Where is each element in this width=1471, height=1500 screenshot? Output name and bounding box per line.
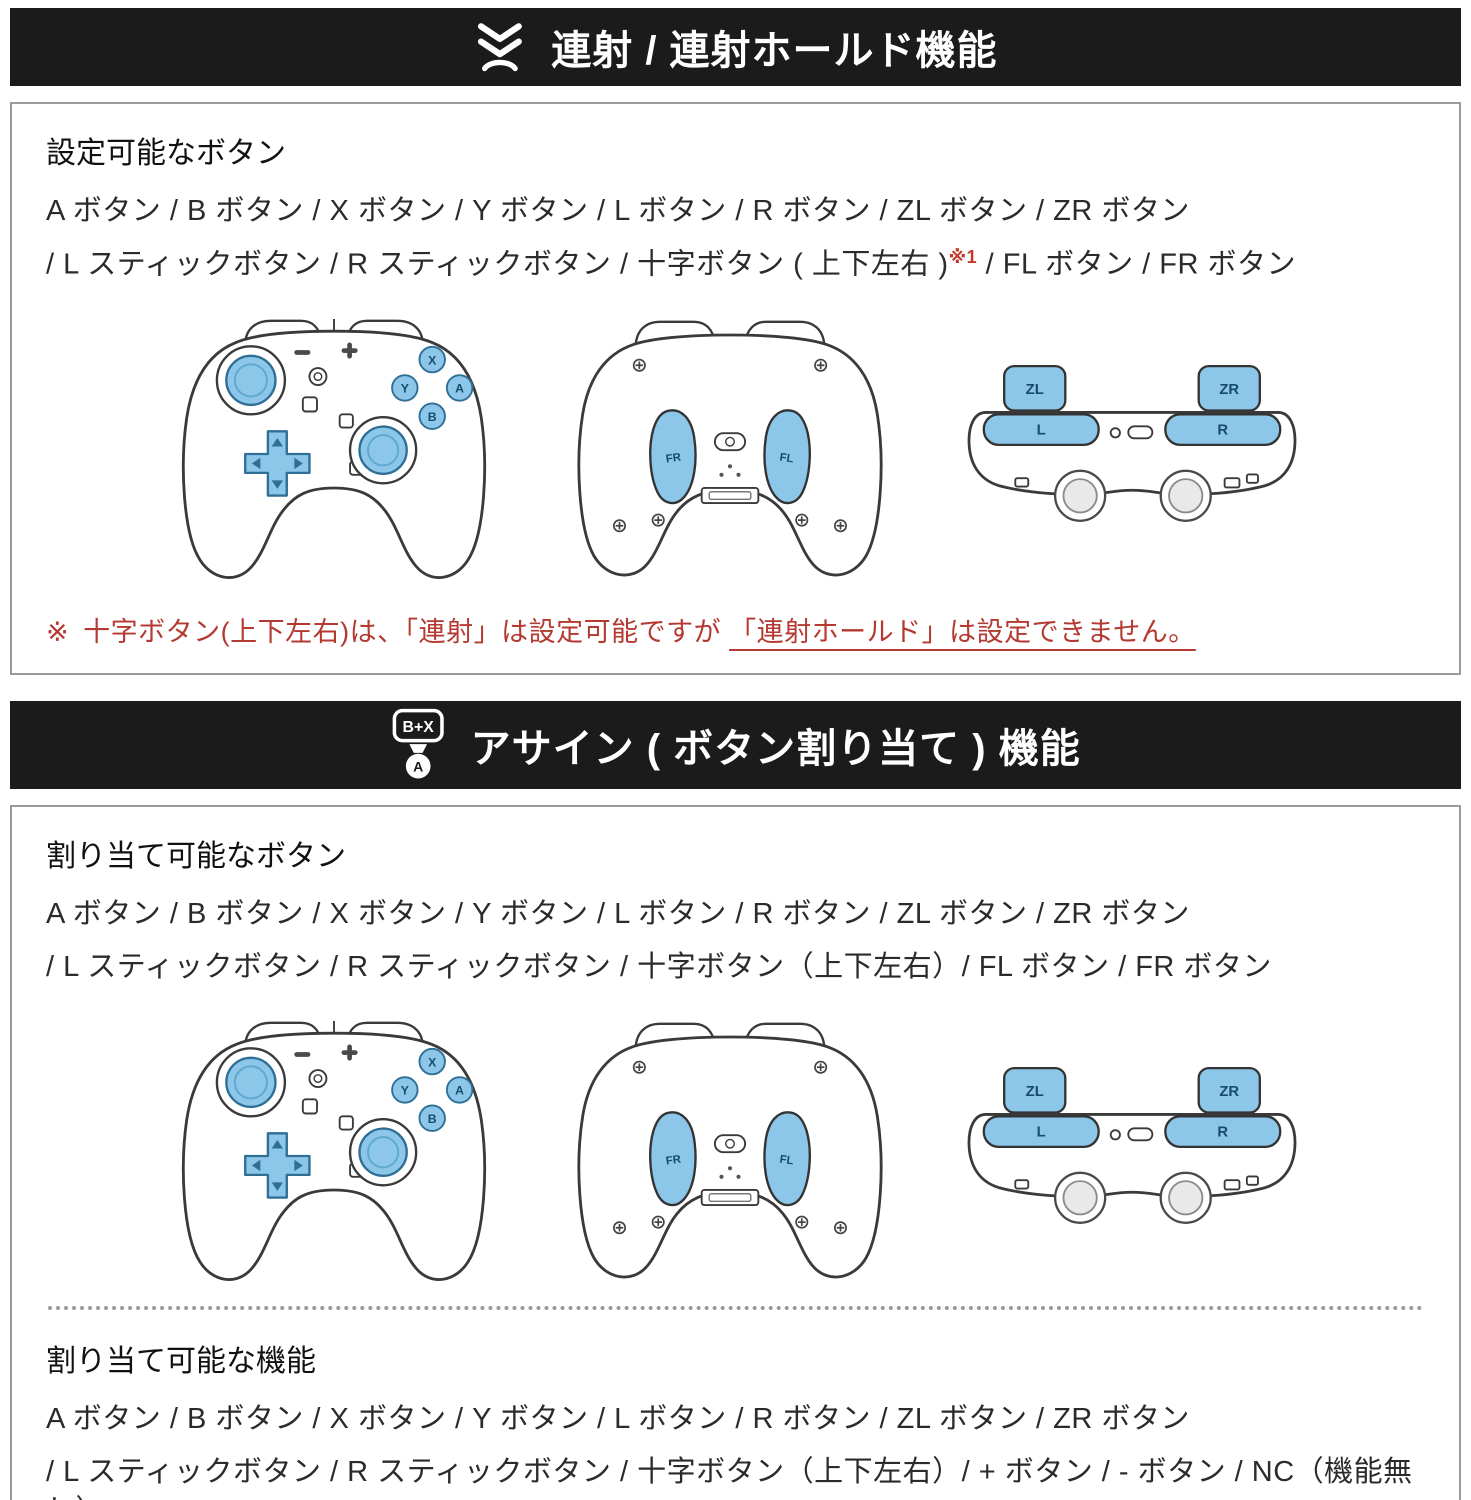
note-asterisk: ※ [46, 616, 70, 647]
rapid-fire-header: 連射 / 連射ホールド機能 [10, 8, 1461, 86]
assign-icon: B+X A [392, 708, 444, 779]
assignable-buttons-line-2: / L スティックボタン / R スティックボタン / 十字ボタン（上下左右）/… [46, 950, 1272, 983]
assignable-buttons-line-1: A ボタン / B ボタン / X ボタン / Y ボタン / L ボタン / … [46, 897, 1190, 930]
controller-back-view [560, 301, 900, 594]
configurable-buttons-line-2-text-b: / FL ボタン / FR ボタン [977, 248, 1296, 281]
controller-illustrations-2 [46, 1003, 1425, 1296]
note-text: 十字ボタン(上下左右)は、「連射」は設定可能ですが [83, 616, 730, 647]
dotted-divider [48, 1305, 1423, 1310]
assign-section: 割り当て可能なボタン A ボタン / B ボタン / X ボタン / Y ボタン… [10, 804, 1461, 1500]
assign-title: アサイン ( ボタン割り当て ) 機能 [470, 726, 1081, 771]
controller-top-view [956, 1057, 1308, 1242]
rapid-fire-icon [478, 23, 523, 72]
controller-front-view [164, 1003, 504, 1296]
configurable-buttons-line-2: / L スティックボタン / R スティックボタン / 十字ボタン ( 上下左右… [46, 245, 1425, 285]
configurable-buttons-heading: 設定可能なボタン [46, 137, 286, 170]
configurable-buttons-line-1: A ボタン / B ボタン / X ボタン / Y ボタン / L ボタン / … [46, 195, 1190, 227]
controller-top-view [956, 355, 1308, 540]
note-underlined-text: 「連射ホールド」は設定できません。 [729, 616, 1196, 647]
assign-icon-bottom-label: A [413, 758, 423, 774]
assignable-functions-line-2: / L スティックボタン / R スティックボタン / 十字ボタン（上下左右）/… [46, 1455, 1413, 1500]
assign-header: B+X A アサイン ( ボタン割り当て ) 機能 [10, 700, 1461, 789]
assignable-functions-line-1: A ボタン / B ボタン / X ボタン / Y ボタン / L ボタン / … [46, 1402, 1190, 1435]
footnote-marker: ※1 [948, 247, 978, 268]
configurable-buttons-line-2-text: / L スティックボタン / R スティックボタン / 十字ボタン ( 上下左右… [46, 248, 949, 281]
rapid-fire-title: 連射 / 連射ホールド機能 [551, 29, 998, 73]
controller-front-view [164, 301, 504, 594]
controller-back-view [560, 1003, 900, 1296]
assign-icon-top-label: B+X [403, 718, 435, 735]
dpad-restriction-note: ※ 十字ボタン(上下左右)は、「連射」は設定可能ですが 「連射ホールド」は設定でき… [46, 610, 1425, 649]
controller-illustrations-1 [46, 301, 1425, 594]
assignable-buttons-heading: 割り当て可能なボタン [46, 839, 346, 873]
rapid-fire-section: 設定可能なボタン A ボタン / B ボタン / X ボタン / Y ボタン /… [10, 102, 1461, 675]
assignable-functions-heading: 割り当て可能な機能 [46, 1344, 316, 1378]
